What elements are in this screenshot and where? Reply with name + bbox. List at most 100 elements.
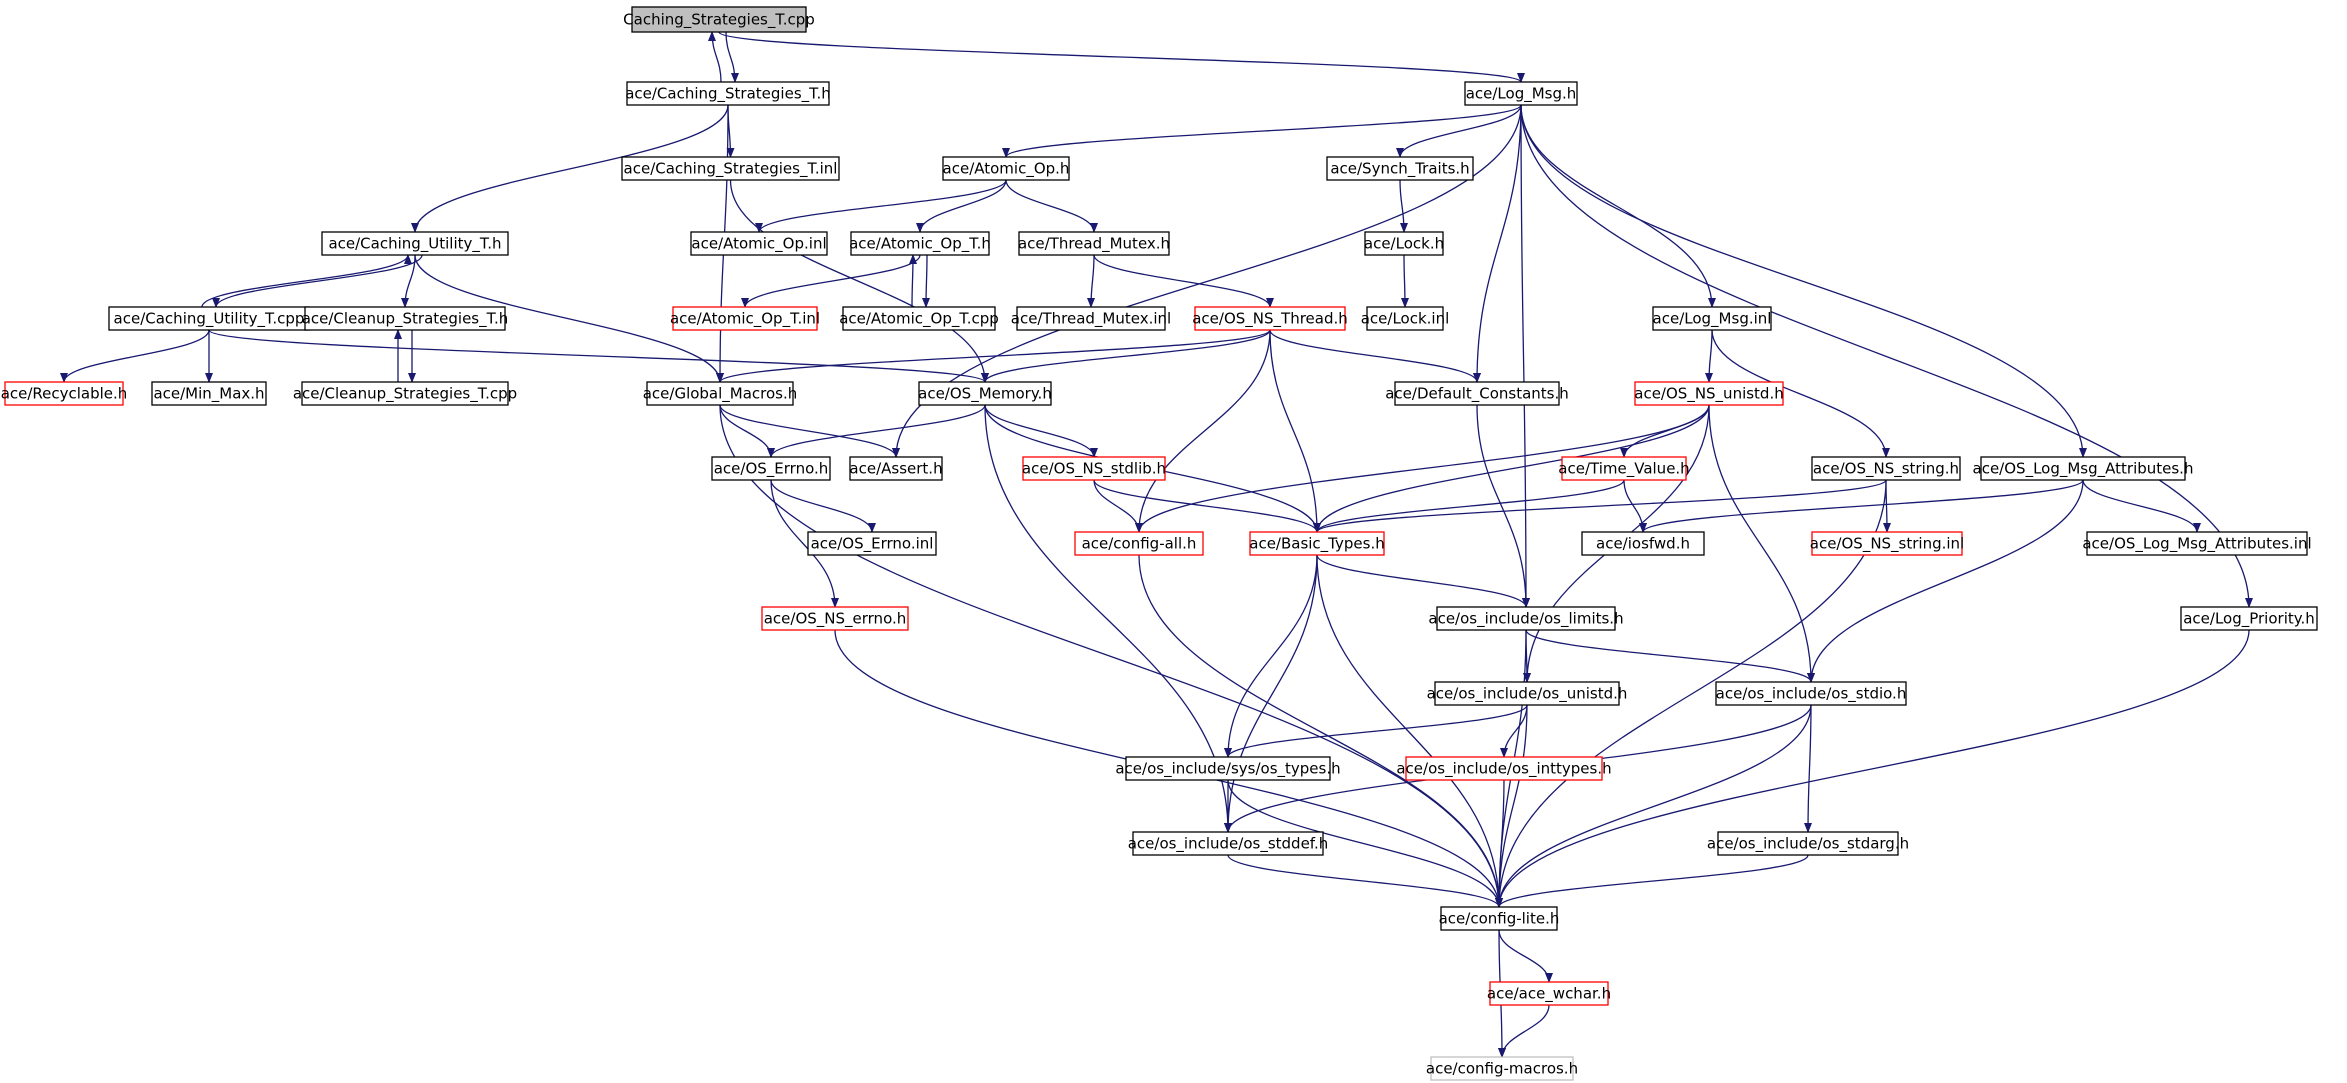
edge-basictypes-to-os_stddef [1224,554,1318,833]
node-label: ace/Caching_Utility_T.h [328,235,501,254]
node-label: ace/OS_NS_string.inl [1810,535,1964,554]
node-box [2180,606,2318,631]
edge-globalmacros-to-configlite [719,404,1503,908]
node-assert[interactable]: ace/Assert.h [849,456,943,481]
edge-cut_cpp-to-osmemory [208,329,989,383]
node-recyclable[interactable]: ace/Recyclable.h [1,381,128,406]
node-minmax[interactable]: ace/Min_Max.h [151,381,267,406]
edge-defconst-to-oslimits [1476,404,1530,608]
node-box [850,231,990,256]
node-atomic_inl[interactable]: ace/Atomic_Op.inl [690,231,828,256]
node-box [304,306,506,331]
node-box [1125,756,1331,781]
node-osthread[interactable]: ace/OS_NS_Thread.h [1192,306,1348,331]
node-cleanup_h[interactable]: ace/Cleanup_Strategies_T.h [302,306,509,331]
node-os_unistd[interactable]: ace/os_include/os_unistd.h [1427,681,1628,706]
node-label: ace/Atomic_Op.inl [691,235,826,254]
edge-oslimits-to-os_stdio [1525,629,1815,683]
node-atomicT_h[interactable]: ace/Atomic_Op_T.h [849,231,991,256]
node-logmsg_h[interactable]: ace/Log_Msg.h [1464,81,1578,106]
node-tmutex_h[interactable]: ace/Thread_Mutex.h [1018,231,1170,256]
node-box [1430,1056,1574,1081]
node-label: ace/OS_Log_Msg_Attributes.h [1973,460,2194,479]
node-cut_cpp[interactable]: ace/Caching_Utility_T.cpp [108,306,310,331]
edge-osthread-to-globalmacros [716,329,1271,383]
node-label: ace/OS_NS_string.h [1813,460,1959,479]
node-label: ace/config-macros.h [1426,1060,1578,1078]
node-os_stddef[interactable]: ace/os_include/os_stddef.h [1128,831,1329,856]
node-synch[interactable]: ace/Synch_Traits.h [1326,156,1474,181]
node-globalmacros[interactable]: ace/Global_Macros.h [643,381,798,406]
node-label: ace/Caching_Strategies_T.h [625,85,831,104]
node-osunistd[interactable]: ace/OS_NS_unistd.h [1634,381,1784,406]
node-atomicT_cpp[interactable]: ace/Atomic_Op_T.cpp [839,306,999,331]
edge-configall-to-configlite [1138,554,1503,908]
node-atomicT_inl[interactable]: ace/Atomic_Op_T.inl [670,306,820,331]
node-label: ace/os_include/os_stddef.h [1128,835,1329,854]
node-cut_h[interactable]: ace/Caching_Utility_T.h [321,231,509,256]
node-atomic_h[interactable]: ace/Atomic_Op.h [942,156,1070,181]
node-osstring_inl[interactable]: ace/OS_NS_string.inl [1810,531,1964,556]
node-osnserrno[interactable]: ace/OS_NS_errno.h [761,606,909,631]
node-osmemory[interactable]: ace/OS_Memory.h [918,381,1052,406]
node-configmacros[interactable]: ace/config-macros.h [1426,1056,1578,1081]
edge-configlite-to-acewchar [1498,929,1553,983]
node-box [4,381,124,406]
node-iosfwd[interactable]: ace/iosfwd.h [1581,531,1705,556]
node-defconst[interactable]: ace/Default_Constants.h [1385,381,1569,406]
node-osstring[interactable]: ace/OS_NS_string.h [1811,456,1961,481]
edge-osstring-to-basictypes [1313,479,1887,533]
node-label: ace/Atomic_Op_T.cpp [839,310,999,329]
node-label: ace/config-all.h [1082,535,1197,553]
node-label: Caching_Strategies_T.cpp [623,11,815,30]
node-logpriority[interactable]: ace/Log_Priority.h [2180,606,2318,631]
node-configall[interactable]: ace/config-all.h [1074,531,1204,556]
edge-osmemory-to-osstdlib [984,404,1098,458]
node-box [672,306,818,331]
node-lock_inl[interactable]: ace/Lock.inl [1361,306,1450,331]
node-box [151,381,267,406]
node-logmsg_inl[interactable]: ace/Log_Msg.inl [1652,306,1772,331]
node-box [1980,456,2186,481]
node-cst_h[interactable]: ace/Caching_Strategies_T.h [625,81,831,106]
edge-timevalue-to-basictypes [1313,479,1625,533]
node-label: ace/Caching_Strategies_T.inl [624,160,838,179]
node-configlite[interactable]: ace/config-lite.h [1439,906,1560,931]
edge-globalmacros-to-assert [719,404,900,458]
node-oserrno_inl[interactable]: ace/OS_Errno.inl [807,531,937,556]
node-cst_inl[interactable]: ace/Caching_Strategies_T.inl [621,156,840,181]
edge-atomic_h-to-atomicT_h [916,179,1007,233]
node-cleanup_cpp[interactable]: ace/Cleanup_Strategies_T.cpp [293,381,517,406]
edge-atomic_h-to-tmutex_h [1005,179,1098,233]
node-label: ace/OS_NS_Thread.h [1192,310,1348,329]
node-box [1811,456,1961,481]
node-tmutex_inl[interactable]: ace/Thread_Mutex.inl [1011,306,1171,331]
node-osstdlib[interactable]: ace/OS_NS_stdlib.h [1022,456,1166,481]
node-box [321,231,509,256]
node-label: ace/Lock.h [1364,235,1444,253]
edge-osunistd-to-os_stdio [1708,404,1815,683]
node-os_stdarg[interactable]: ace/os_include/os_stdarg.h [1707,831,1909,856]
node-basictypes[interactable]: ace/Basic_Types.h [1249,531,1385,556]
edge-os_stdio-to-os_stdarg [1804,704,1813,833]
node-lock_h[interactable]: ace/Lock.h [1364,231,1444,256]
node-oslimits[interactable]: ace/os_include/os_limits.h [1428,606,1624,631]
edge-root-to-cst_h [725,31,739,83]
node-label: ace/Caching_Utility_T.cpp [114,310,305,329]
node-label: ace/Min_Max.h [153,385,264,404]
node-os_inttypes[interactable]: ace/os_include/os_inttypes.h [1396,756,1612,781]
node-oslogattr[interactable]: ace/OS_Log_Msg_Attributes.h [1973,456,2194,481]
edge-osunistd-to-timevalue [1620,404,1710,458]
node-acewchar[interactable]: ace/ace_wchar.h [1487,981,1611,1006]
node-label: ace/os_include/os_limits.h [1428,610,1623,629]
node-box [690,231,828,256]
edge-tmutex_h-to-osthread [1093,254,1274,308]
node-box [1464,81,1578,106]
node-box [301,381,509,406]
node-timevalue[interactable]: ace/Time_Value.h [1558,456,1690,481]
node-oserrno[interactable]: ace/OS_Errno.h [711,456,831,481]
node-os_stdio[interactable]: ace/os_include/os_stdio.h [1715,681,1907,706]
node-oslogattr_inl[interactable]: ace/OS_Log_Msg_Attributes.inl [2082,531,2312,556]
node-box [1561,456,1687,481]
node-os_systypes[interactable]: ace/os_include/sys/os_types.h [1115,756,1341,781]
